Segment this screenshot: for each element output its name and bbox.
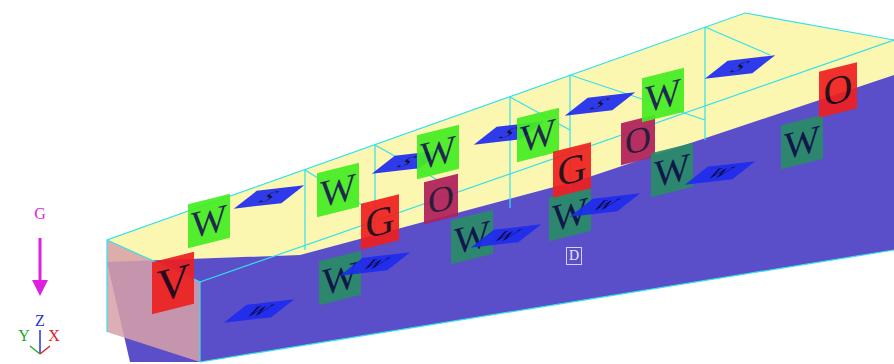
panel-letter: O [824,66,853,113]
panel-letter: G [366,198,395,245]
panel-letter: W [191,198,227,245]
floor [107,75,894,362]
partition [704,27,705,140]
gravity-label: G [34,206,46,222]
arrow-head [32,280,48,296]
panel-letter: W [654,147,690,194]
panel-letter: W [420,129,456,176]
labelled-panel: O [819,62,857,117]
panel-letter: O [625,119,651,161]
axis-triad [30,330,50,354]
labelled-panel: D [566,247,582,265]
partition [304,170,305,250]
wireframe [107,13,894,362]
panel-letter: W [322,255,358,302]
x-axis [40,346,50,354]
panel-letter: O [428,178,454,220]
axis-label: Y [18,328,30,344]
panel-letter: W [520,112,556,159]
y-axis [30,346,40,354]
labelled-panel: G [361,194,399,249]
panel-letter: W [645,72,681,119]
labelled-panel: G [553,142,591,197]
panel-letter: D [569,249,579,263]
axis-label: Z [35,313,45,329]
edge [200,40,894,282]
panel-letter: W [784,119,820,166]
partition [705,27,770,55]
panel-letter: S [254,188,285,205]
edge [107,240,200,362]
axis-label: X [48,328,60,344]
edge [107,13,894,332]
z-axis [39,330,41,354]
partition [509,97,510,208]
gravity-arrow [32,238,48,296]
panel-letter: S [585,95,616,112]
arrow-shaft [39,238,42,282]
labelled-panel: O [424,174,458,224]
panel-letter: W [320,167,356,214]
edge [200,250,894,362]
panel-letter: G [558,146,587,193]
panel-letter: V [156,256,189,310]
panel-letter: S [725,58,756,75]
labelled-panel: V [152,252,194,314]
labelled-panel: O [621,115,655,165]
end-face [107,240,200,362]
